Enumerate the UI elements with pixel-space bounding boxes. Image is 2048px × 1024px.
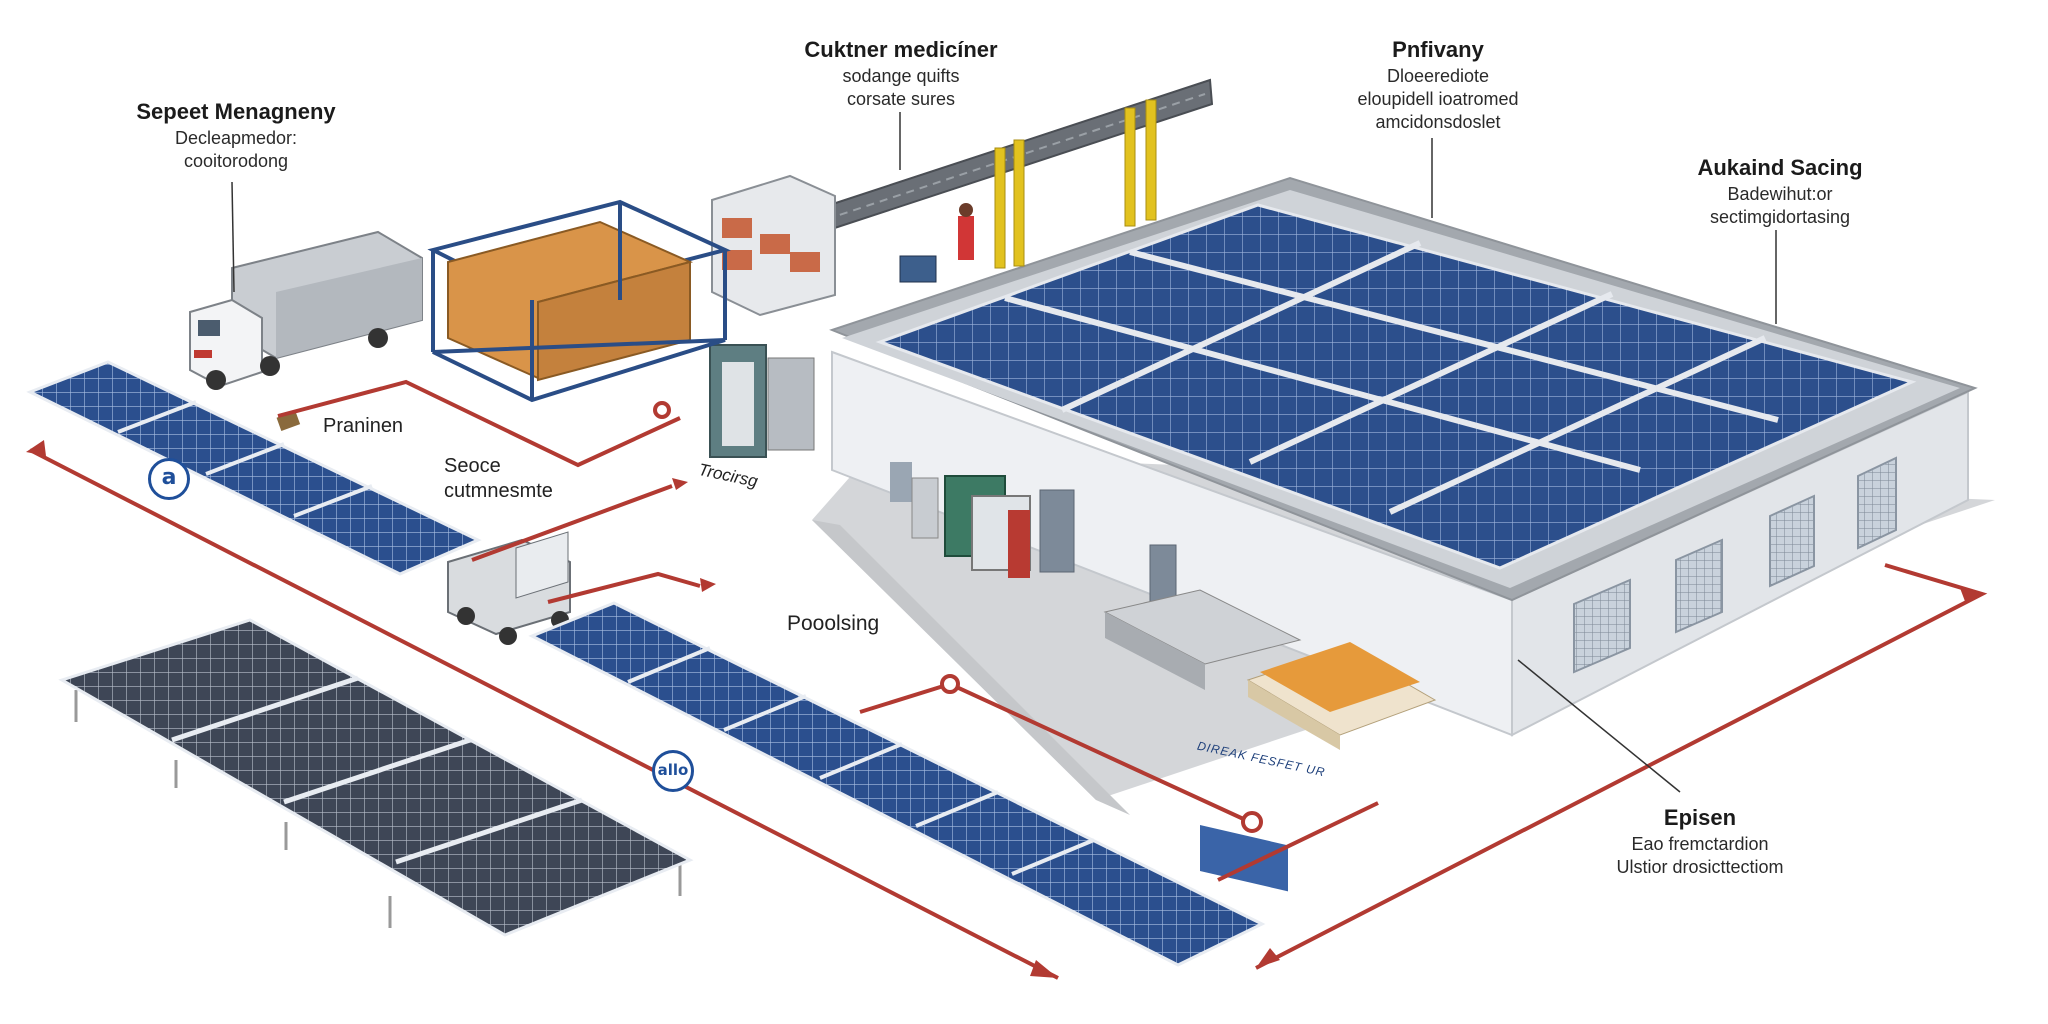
callout-bottom-right: Episen Eao fremctardion Ulstior drosictt… xyxy=(1580,804,1820,879)
callout-far-right-line2: sectimgidortasing xyxy=(1709,206,1851,227)
battery-racks xyxy=(944,475,1031,578)
center-solar-strip xyxy=(528,601,1266,967)
label-seoce-line1: Seoce xyxy=(444,455,501,477)
callout-top-center-title: Cuktner medicíner xyxy=(804,37,998,62)
callout-bottom-right-title: Episen xyxy=(1663,805,1737,830)
label-seoce-line2: cutmnesmte xyxy=(444,480,553,502)
flow-node-lower xyxy=(1241,811,1263,833)
flow-node-mid xyxy=(940,674,960,694)
callout-top-right-title: Pnfivany xyxy=(1392,37,1484,62)
callout-top-left-line2: cooitorodong xyxy=(183,150,289,171)
callout-top-center: Cuktner medicíner sodange quifts corsate… xyxy=(770,36,1032,111)
material-cage xyxy=(427,199,731,403)
callout-top-left: Sepeet Menagneny Decleapmedor: cooitorod… xyxy=(120,98,352,173)
callout-top-right-line1: Dloeerediote xyxy=(1386,65,1490,86)
callout-far-right-title: Aukaind Sacing xyxy=(1697,155,1863,180)
callout-top-center-line1: sodange quifts xyxy=(842,65,960,86)
callout-far-right: Aukaind Sacing Badewihut:or sectimgidort… xyxy=(1660,154,1900,229)
label-seoce: Seoce cutmnesmte xyxy=(444,454,553,504)
callout-top-center-line2: corsate sures xyxy=(846,88,956,109)
delivery-truck xyxy=(189,230,423,390)
callout-top-left-line1: Decleapmedor: xyxy=(174,127,298,148)
callout-top-right-line2: eloupidell ioatromed xyxy=(1357,88,1519,109)
gantry-crane xyxy=(788,78,1214,269)
callout-bottom-right-line2: Ulstior drosicttectiom xyxy=(1616,856,1784,877)
flow-arrowheads xyxy=(26,440,1982,978)
callout-far-right-line1: Badewihut:or xyxy=(1727,183,1833,204)
inverter-crates xyxy=(1103,589,1437,750)
left-solar-strip xyxy=(26,360,482,576)
flow-node-upper xyxy=(653,401,671,419)
callout-leaders xyxy=(231,112,1777,793)
callout-bottom-right-line1: Eao fremctardion xyxy=(1631,833,1769,854)
label-pooolsing: Pooolsing xyxy=(787,612,880,635)
utility-cart xyxy=(447,531,571,645)
building-apron xyxy=(812,520,1130,815)
callout-top-left-title: Sepeet Menagneny xyxy=(136,99,336,124)
badge-icon-center: allo xyxy=(652,750,694,792)
callout-top-right: Pnfivany Dloeerediote eloupidell ioatrom… xyxy=(1318,36,1558,135)
building-windows xyxy=(1573,456,1897,674)
badge-icon-left: a xyxy=(148,458,190,500)
label-praninen: Praninen xyxy=(323,415,404,437)
ground-solar-array xyxy=(58,618,694,937)
callout-top-right-line3: amcidonsdoslet xyxy=(1375,112,1501,133)
storage-shelves xyxy=(711,174,836,317)
